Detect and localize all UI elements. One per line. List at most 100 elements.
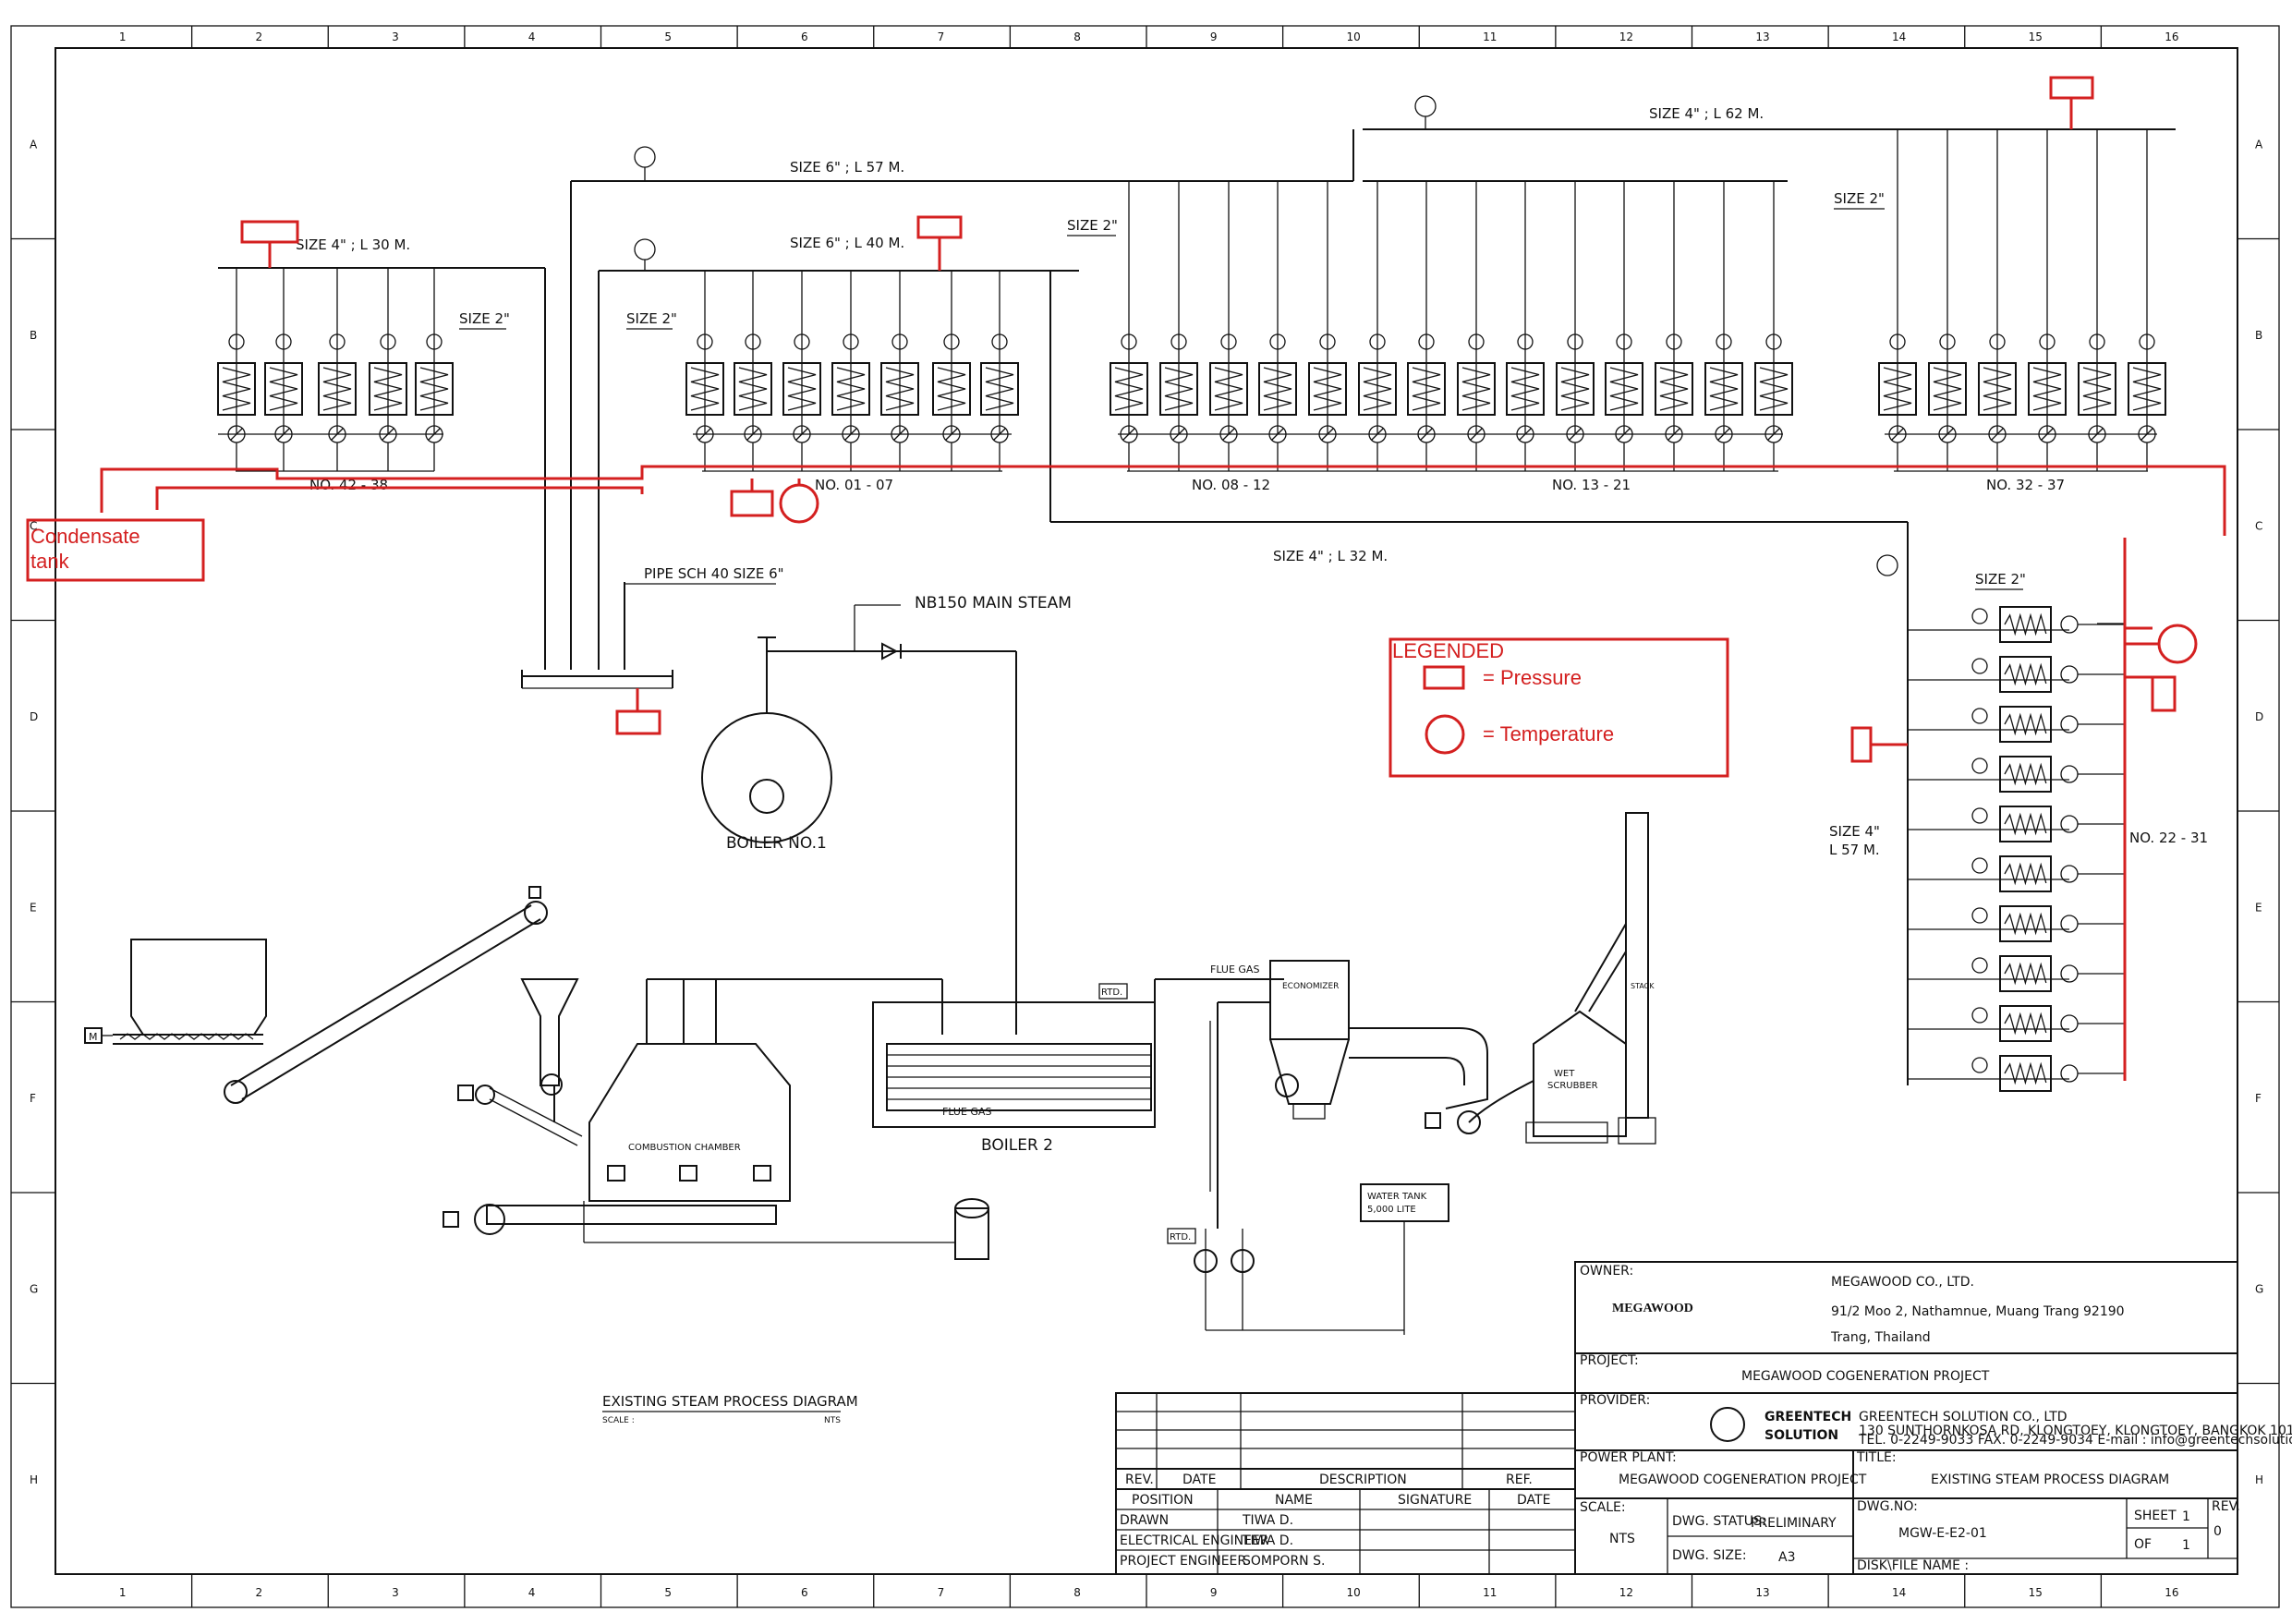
coil-zigzag bbox=[885, 367, 915, 411]
pressure-gauge-icon bbox=[634, 146, 656, 168]
temperature-gauge-icon bbox=[1971, 658, 1988, 674]
grid-row-label: D bbox=[30, 710, 38, 723]
grid-row-label: H bbox=[30, 1473, 38, 1486]
grid-column-label: 6 bbox=[801, 30, 808, 43]
temperature-gauge-icon bbox=[1971, 807, 1988, 824]
motor-icon bbox=[443, 1211, 459, 1228]
pressure-marker bbox=[615, 709, 661, 735]
temperature-gauge-icon bbox=[275, 333, 292, 350]
pipe-label-return: SIZE 4" ; L 32 M. bbox=[1273, 548, 1388, 564]
revision-block: REV. DATE DESCRIPTION REF. POSITION NAME… bbox=[1115, 1392, 1576, 1575]
legend: LEGENDED = Pressure = Temperature bbox=[1389, 637, 1729, 778]
grid-row-label: B bbox=[30, 329, 37, 342]
heat-exchanger-coil bbox=[980, 362, 1019, 416]
grid-column-label: 11 bbox=[1483, 1586, 1497, 1599]
project-label: PROJECT: bbox=[1580, 1353, 1639, 1368]
coil-zigzag bbox=[2004, 862, 2047, 886]
temperature-gauge-icon bbox=[1971, 857, 1988, 874]
grid-column-label: 14 bbox=[1892, 1586, 1906, 1599]
temperature-gauge-icon bbox=[943, 333, 960, 350]
power-plant-name: MEGAWOOD COGENERATION PROJECT bbox=[1619, 1473, 1867, 1487]
coil-zigzag bbox=[1412, 367, 1441, 411]
scale-value: NTS bbox=[1609, 1532, 1635, 1546]
legend-title: LEGENDED bbox=[1392, 639, 1504, 662]
heat-exchanger-coil bbox=[734, 362, 772, 416]
grid-reference-marks: 1122334455667788991010111112121313141415… bbox=[11, 26, 2279, 1607]
grid-row-label: D bbox=[2255, 710, 2263, 723]
temperature-gauge-icon bbox=[1971, 1007, 1988, 1024]
coil-zigzag bbox=[1983, 367, 2012, 411]
check-valve-icon bbox=[881, 642, 899, 661]
rtd-label-1: RTD. bbox=[1101, 988, 1122, 998]
grid-column-label: 13 bbox=[1755, 1586, 1769, 1599]
heat-exchanger-coil bbox=[1999, 706, 2052, 743]
motor-icon bbox=[457, 1085, 474, 1101]
heat-exchanger-coil bbox=[1928, 362, 1967, 416]
heat-exchanger-coil bbox=[1407, 362, 1446, 416]
temperature-gauge-icon bbox=[228, 333, 245, 350]
provider-name: GREENTECH SOLUTION CO., LTD bbox=[1859, 1410, 2068, 1424]
coil-zigzag bbox=[1363, 367, 1392, 411]
pipe-label-top-left: SIZE 4" ; L 30 M. bbox=[296, 236, 410, 253]
sig-row-position: DRAWN bbox=[1120, 1513, 1169, 1528]
pipe-label-top-right: SIZE 4" ; L 62 M. bbox=[1649, 105, 1764, 122]
heat-exchanger-coil bbox=[1704, 362, 1743, 416]
heat-exchanger-coil bbox=[1308, 362, 1347, 416]
grid-column-label: 7 bbox=[938, 30, 945, 43]
heat-exchanger-coil bbox=[2128, 362, 2166, 416]
pressure-marker bbox=[1850, 726, 1873, 763]
heat-exchanger-coil bbox=[1999, 806, 2052, 842]
temperature-gauge-icon bbox=[380, 333, 396, 350]
temperature-gauge-icon bbox=[1716, 333, 1732, 350]
dryer-group-22-31: SIZE 2" SIZE 4" L 57 M. NO. 22 - 31 bbox=[1829, 522, 2208, 1092]
grid-column-label: 15 bbox=[2029, 30, 2043, 43]
pipe-label-size2-c: SIZE 2" bbox=[1067, 217, 1118, 234]
flue-gas-label-1: FLUE GAS bbox=[942, 1106, 991, 1118]
group-label-22-31: NO. 22 - 31 bbox=[2129, 830, 2208, 846]
pipe-label-sch40: PIPE SCH 40 SIZE 6" bbox=[644, 565, 784, 582]
temperature-marker bbox=[2157, 624, 2198, 664]
temperature-marker bbox=[779, 483, 819, 524]
dwg-size-label: DWG. SIZE: bbox=[1672, 1548, 1747, 1563]
economizer-label: ECONOMIZER bbox=[1282, 982, 1339, 991]
grid-column-label: 8 bbox=[1073, 1586, 1081, 1599]
feed-chute bbox=[520, 978, 579, 1086]
temperature-gauge-icon bbox=[1319, 333, 1336, 350]
ref-header: REF. bbox=[1506, 1473, 1533, 1487]
coil-zigzag bbox=[937, 367, 966, 411]
coil-zigzag bbox=[2004, 912, 2047, 936]
grid-row-label: A bbox=[2255, 138, 2263, 151]
rev-header: REV. bbox=[1125, 1473, 1154, 1487]
temperature-gauge-icon bbox=[1765, 333, 1782, 350]
dwg-no-value: MGW-E-E2-01 bbox=[1898, 1526, 1987, 1541]
economizer-body bbox=[1269, 960, 1350, 1040]
provider-contact: TEL. 0-2249-9033 FAX. 0-2249-9034 E-mail… bbox=[1858, 1433, 2292, 1448]
coil-zigzag bbox=[1313, 367, 1342, 411]
condensate-annotation: Condensate tank bbox=[26, 465, 2226, 1081]
pressure-gauge-icon bbox=[634, 238, 656, 261]
grid-row-label: C bbox=[30, 519, 37, 532]
main-steam-label: NB150 MAIN STEAM bbox=[915, 594, 1072, 612]
coil-zigzag bbox=[1709, 367, 1739, 411]
grid-column-label: 10 bbox=[1346, 1586, 1360, 1599]
grid-row-label: G bbox=[30, 1282, 38, 1295]
sheet-value: 1 bbox=[2182, 1509, 2190, 1524]
coil-zigzag bbox=[1214, 367, 1243, 411]
motor-label: M bbox=[89, 1031, 98, 1043]
heat-exchanger-coil bbox=[831, 362, 870, 416]
coil-zigzag bbox=[2004, 1012, 2047, 1036]
temperature-gauge-icon bbox=[891, 333, 908, 350]
group-label-32-37: NO. 32 - 37 bbox=[1986, 477, 2065, 493]
coil-zigzag bbox=[836, 367, 866, 411]
project-name: MEGAWOOD COGENERATION PROJECT bbox=[1741, 1369, 1990, 1384]
pipe-label-size2-e: SIZE 2" bbox=[1975, 571, 2026, 588]
disk-file-label: DISK\FILE NAME : bbox=[1857, 1558, 1969, 1573]
title-text: EXISTING STEAM PROCESS DIAGRAM bbox=[1931, 1473, 2169, 1487]
fd-duct bbox=[486, 1205, 777, 1225]
sig-row-position: ELECTRICAL ENGINEER bbox=[1120, 1533, 1269, 1548]
coil-zigzag bbox=[419, 367, 449, 411]
grid-column-label: 12 bbox=[1619, 1586, 1633, 1599]
group-label-08-12: NO. 08 - 12 bbox=[1192, 477, 1270, 493]
coil-zigzag bbox=[738, 367, 768, 411]
